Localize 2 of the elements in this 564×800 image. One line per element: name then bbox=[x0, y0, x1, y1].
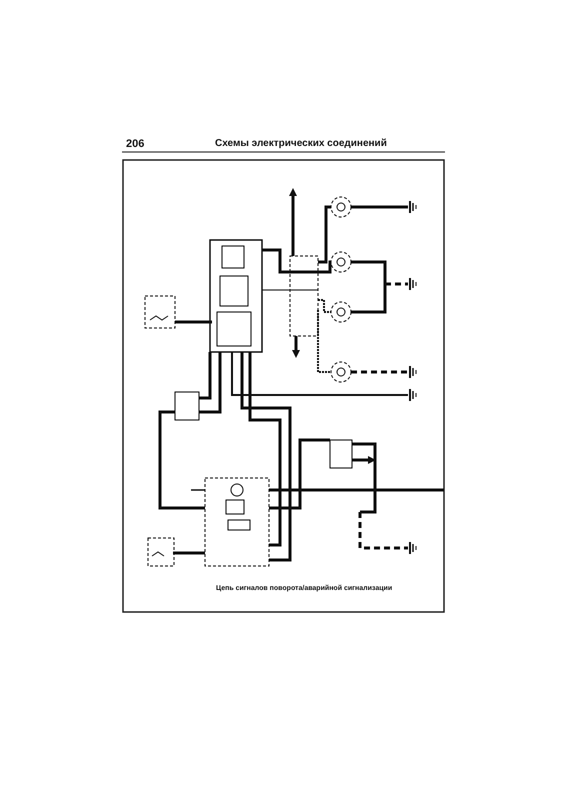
page-number: 206 bbox=[126, 138, 144, 150]
running-header: Схемы электрических соединений bbox=[215, 138, 387, 149]
